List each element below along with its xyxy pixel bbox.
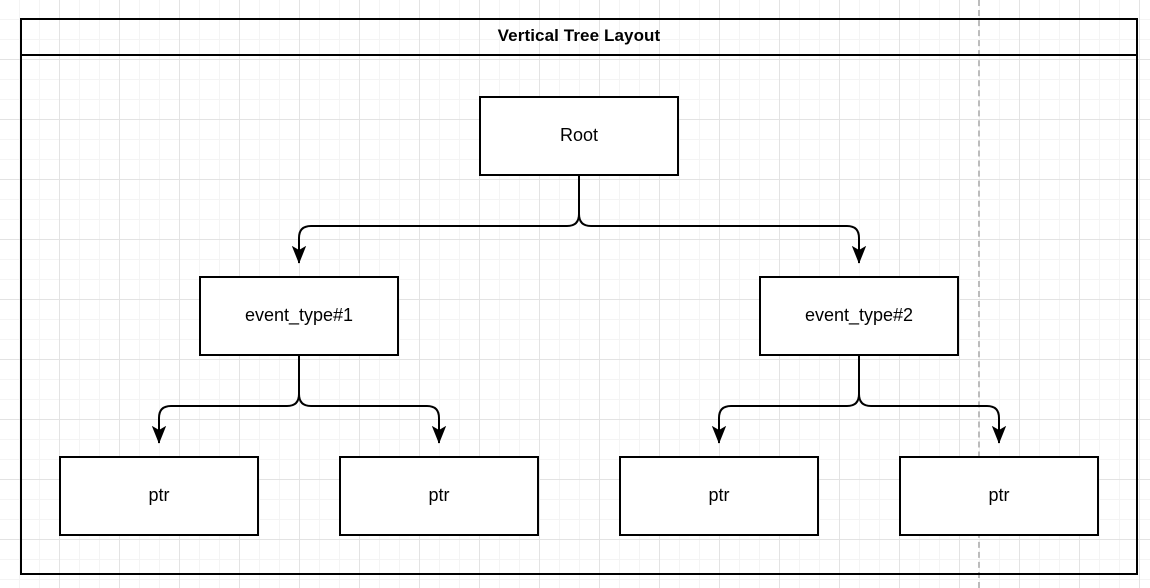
node-label: Root: [559, 125, 599, 146]
node-label: ptr: [708, 485, 730, 506]
node-label: event_type#2: [804, 305, 914, 326]
page-title: Vertical Tree Layout: [497, 26, 661, 45]
node-event-type-1[interactable]: event_type#1: [199, 276, 399, 356]
diagram-title-bar: Vertical Tree Layout: [20, 18, 1138, 56]
diagram-frame: [20, 18, 1138, 575]
node-event-type-2[interactable]: event_type#2: [759, 276, 959, 356]
node-root[interactable]: Root: [479, 96, 679, 176]
node-ptr-2[interactable]: ptr: [339, 456, 539, 536]
node-label: ptr: [148, 485, 170, 506]
page-guide-dashed-line: [978, 0, 980, 588]
node-ptr-4[interactable]: ptr: [899, 456, 1099, 536]
node-ptr-3[interactable]: ptr: [619, 456, 819, 536]
node-ptr-1[interactable]: ptr: [59, 456, 259, 536]
node-label: event_type#1: [244, 305, 354, 326]
node-label: ptr: [428, 485, 450, 506]
node-label: ptr: [988, 485, 1010, 506]
